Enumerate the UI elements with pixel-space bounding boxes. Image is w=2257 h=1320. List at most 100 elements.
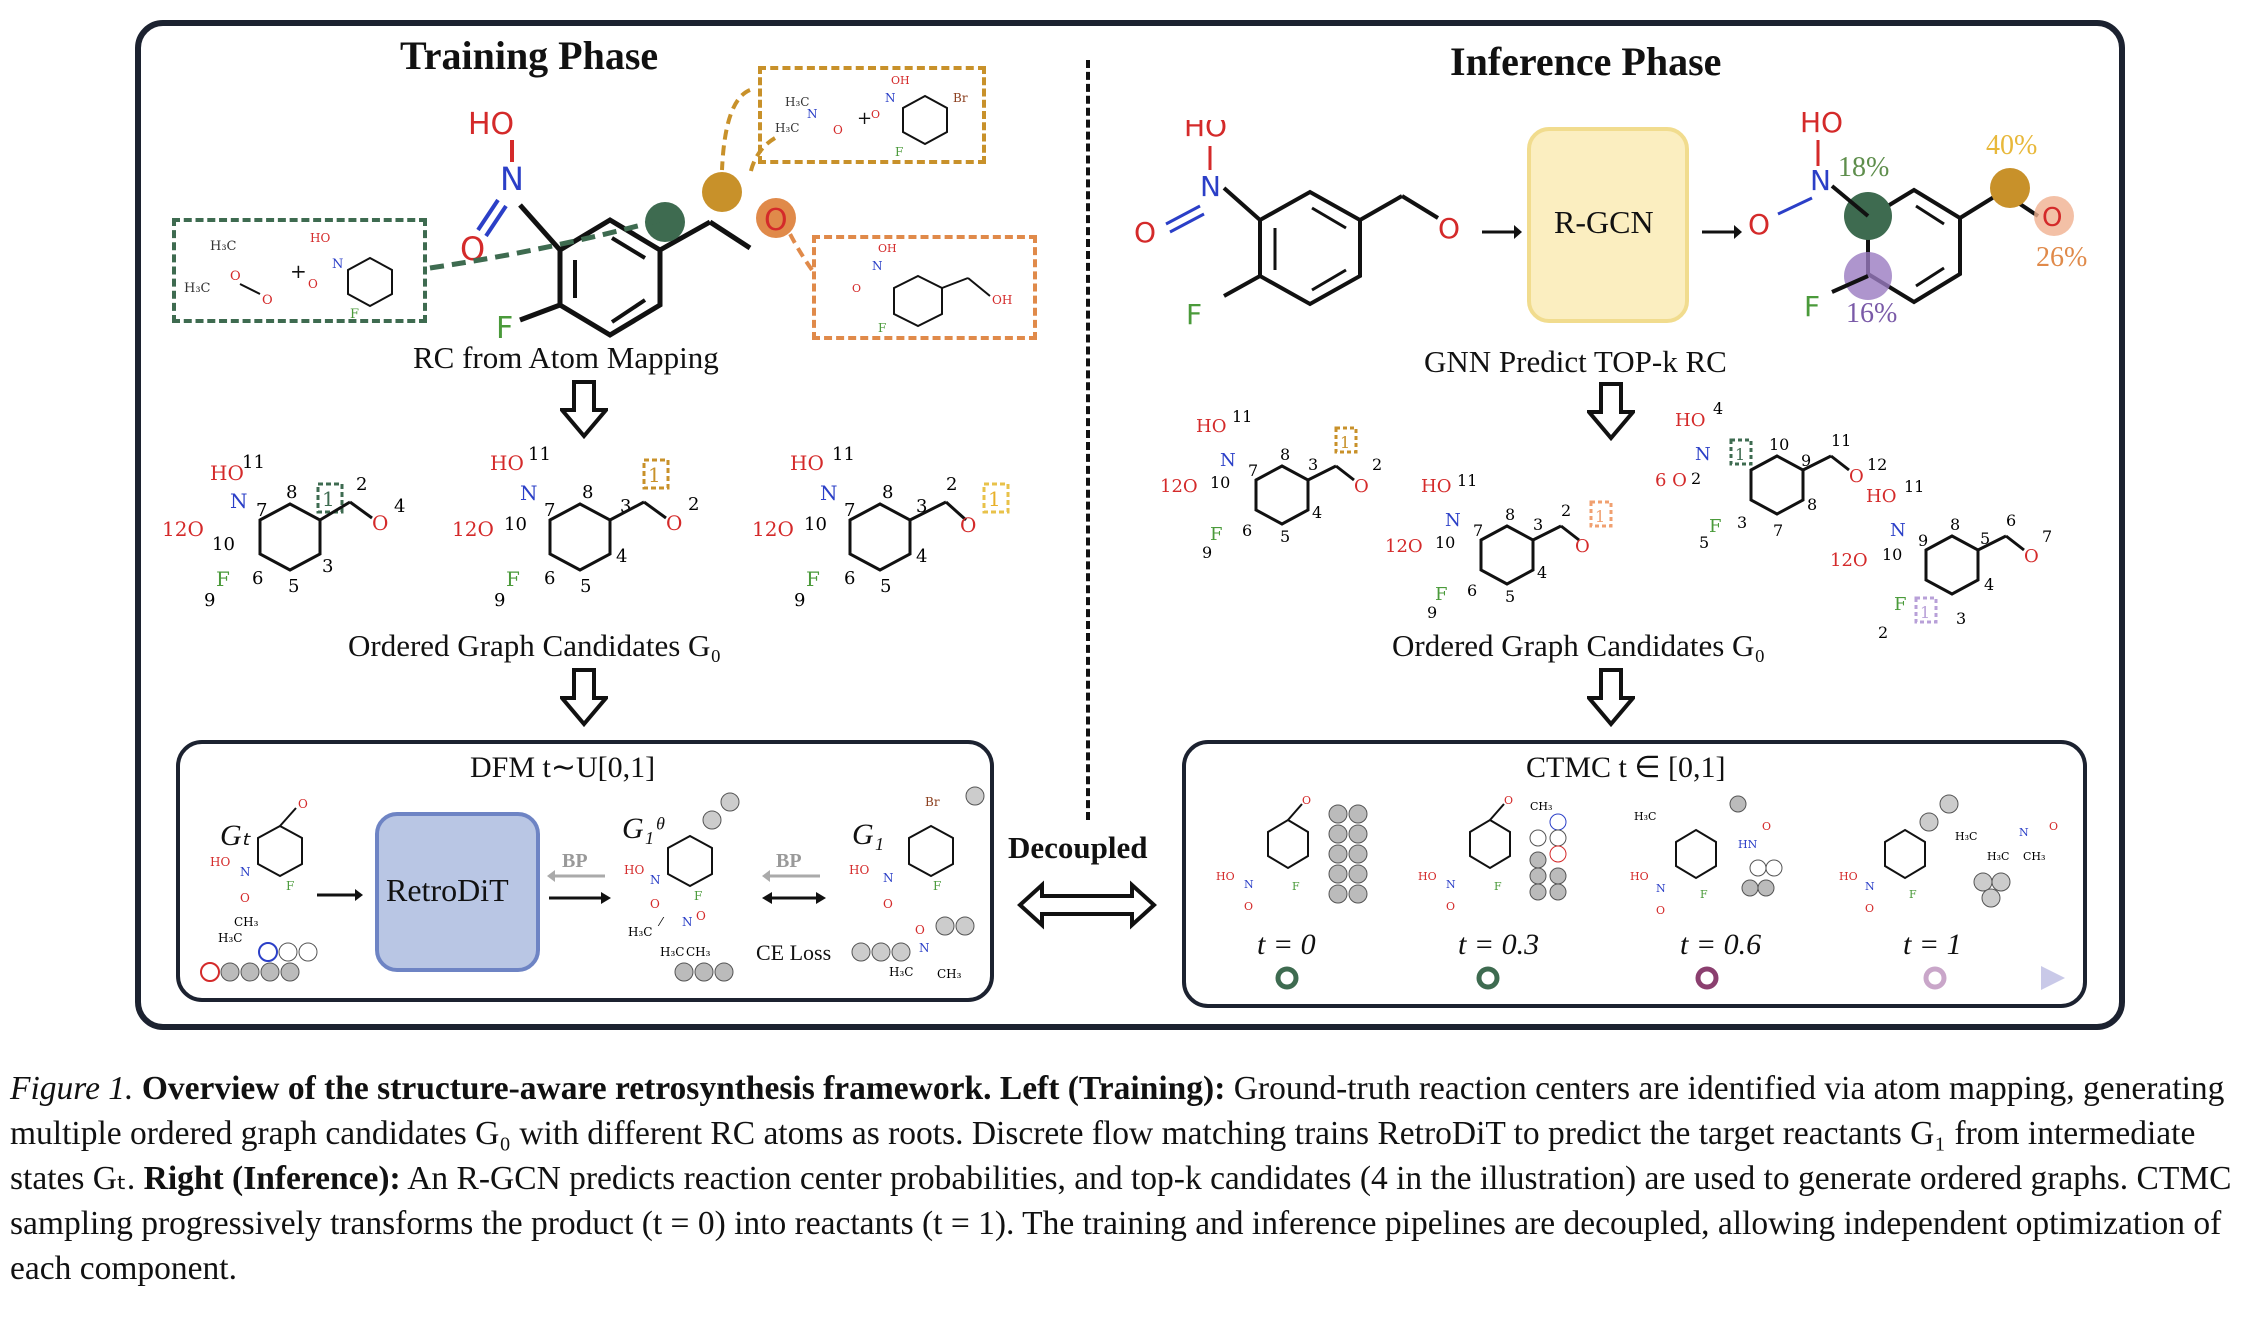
caption-body-1: Ground-truth reaction centers are identi… bbox=[10, 1070, 2225, 1197]
svg-text:O: O bbox=[372, 511, 388, 535]
svg-text:F: F bbox=[1435, 584, 1448, 605]
svg-text:O: O bbox=[298, 797, 308, 811]
reactant-box-orange-molecule: N OH O F OH bbox=[852, 242, 1012, 335]
svg-text:H₃C: H₃C bbox=[785, 95, 809, 109]
svg-text:1: 1 bbox=[1920, 603, 1930, 622]
inference-candidate-2: HO 11 N 12O 10 7 8 3 2 O 1 4 5 6 F 9 bbox=[1385, 471, 1613, 622]
svg-text:N: N bbox=[1695, 444, 1711, 465]
svg-text:F: F bbox=[1909, 888, 1917, 901]
svg-text:3: 3 bbox=[322, 556, 333, 577]
svg-text:⁄: ⁄ bbox=[657, 915, 665, 929]
svg-text:F: F bbox=[1894, 594, 1907, 615]
svg-text:10: 10 bbox=[1882, 545, 1902, 564]
svg-text:H₃C: H₃C bbox=[628, 925, 652, 939]
svg-text:F: F bbox=[933, 879, 941, 893]
training-down-arrow-1 bbox=[560, 380, 608, 440]
inference-candidate-3: HO 4 N 6 O 2 1 10 9 11 O 12 8 7 3 F 5 bbox=[1655, 400, 1887, 552]
svg-text:HO: HO bbox=[468, 107, 514, 142]
svg-text:N: N bbox=[1446, 878, 1456, 891]
inference-candidates-label: Ordered Graph Candidates G₀ bbox=[1392, 628, 1766, 663]
inference-candidate-1: HO 11 N 12O 10 7 8 3 1 O 2 4 5 6 F 9 bbox=[1160, 410, 1382, 562]
svg-text:4: 4 bbox=[1713, 400, 1723, 418]
svg-text:HO: HO bbox=[210, 855, 230, 869]
svg-text:O: O bbox=[308, 277, 318, 291]
svg-text:N: N bbox=[1244, 878, 1254, 891]
svg-text:9: 9 bbox=[794, 590, 805, 610]
svg-text:O: O bbox=[230, 269, 241, 284]
prob-green: 18% bbox=[1838, 152, 1890, 183]
svg-text:O: O bbox=[1849, 466, 1864, 487]
svg-text:CH₃: CH₃ bbox=[686, 945, 711, 959]
svg-text:9: 9 bbox=[204, 590, 215, 610]
svg-text:H₃C: H₃C bbox=[660, 945, 684, 959]
svg-text:5: 5 bbox=[880, 576, 891, 597]
svg-text:+: + bbox=[290, 259, 307, 283]
svg-text:12O: 12O bbox=[752, 517, 794, 541]
svg-text:O: O bbox=[666, 511, 682, 535]
svg-text:6: 6 bbox=[252, 568, 263, 589]
gt-molecule: O HO N O F CH₃ H₃C bbox=[200, 797, 318, 982]
svg-text:N: N bbox=[230, 489, 248, 513]
reactant-box-green-molecules: H₃C H₃C O O + N HO O F bbox=[184, 231, 393, 318]
training-down-arrow-2 bbox=[560, 668, 608, 728]
caption-right-heading: Right (Inference): bbox=[143, 1160, 401, 1197]
svg-text:H₃C: H₃C bbox=[1987, 850, 2009, 863]
svg-text:N: N bbox=[240, 865, 251, 879]
svg-text:5: 5 bbox=[288, 576, 299, 597]
gnn-predict-label: GNN Predict TOP-k RC bbox=[1424, 344, 1727, 379]
svg-text:HO: HO bbox=[490, 451, 524, 475]
svg-text:O: O bbox=[833, 123, 843, 137]
rc-from-atom-mapping-label: RC from Atom Mapping bbox=[413, 340, 719, 375]
svg-text:N: N bbox=[1656, 882, 1666, 895]
prob-gold: 40% bbox=[1986, 130, 2038, 161]
svg-text:F: F bbox=[878, 321, 886, 335]
g1theta-molecule: HO N O F ⁄ N O H₃C H₃C CH₃ bbox=[624, 792, 740, 982]
ctmc-state-t0: O HO N O F bbox=[1216, 794, 1368, 913]
inference-down-arrow-1 bbox=[1587, 382, 1635, 442]
svg-text:9: 9 bbox=[494, 590, 505, 610]
svg-text:Br: Br bbox=[925, 795, 940, 809]
svg-text:F: F bbox=[1804, 290, 1820, 323]
svg-text:N: N bbox=[2019, 826, 2029, 839]
svg-text:N: N bbox=[807, 107, 818, 121]
svg-text:HO: HO bbox=[1800, 110, 1843, 139]
svg-text:OH: OH bbox=[891, 74, 910, 87]
svg-text:O: O bbox=[1762, 820, 1771, 833]
training-product-molecule: N O HO F O bbox=[460, 107, 796, 340]
svg-text:O: O bbox=[262, 293, 273, 308]
svg-text:5: 5 bbox=[580, 576, 591, 597]
svg-text:7: 7 bbox=[1248, 461, 1258, 480]
svg-text:F: F bbox=[694, 889, 702, 903]
svg-text:O: O bbox=[915, 923, 925, 937]
caption-body-2: An R-GCN predicts reaction center probab… bbox=[10, 1160, 2232, 1287]
retrodit-label: RetroDiT bbox=[386, 872, 509, 908]
svg-text:HO: HO bbox=[1630, 870, 1649, 883]
svg-text:N: N bbox=[1445, 510, 1461, 531]
svg-text:8: 8 bbox=[1280, 445, 1290, 464]
svg-text:1: 1 bbox=[1595, 507, 1605, 526]
svg-text:O: O bbox=[883, 897, 893, 911]
rgcn-model-box bbox=[1527, 127, 1689, 323]
svg-text:9: 9 bbox=[1427, 603, 1437, 622]
svg-text:6 O: 6 O bbox=[1655, 470, 1687, 491]
svg-text:6: 6 bbox=[544, 568, 555, 589]
gt-label: Gₜ bbox=[220, 819, 251, 852]
svg-text:O: O bbox=[240, 891, 250, 905]
svg-text:F: F bbox=[286, 879, 294, 893]
svg-text:O: O bbox=[871, 108, 880, 121]
svg-text:O: O bbox=[650, 897, 660, 911]
svg-text:3: 3 bbox=[1308, 455, 1318, 474]
svg-text:OH: OH bbox=[992, 293, 1012, 307]
reactant-box-gold bbox=[758, 66, 986, 164]
svg-text:F: F bbox=[895, 145, 903, 159]
svg-text:6: 6 bbox=[844, 568, 855, 589]
caption-title: Overview of the structure-aware retrosyn… bbox=[141, 1070, 1226, 1107]
svg-text:H₃C: H₃C bbox=[1955, 830, 1977, 843]
svg-text:7: 7 bbox=[544, 500, 555, 521]
svg-text:1: 1 bbox=[648, 463, 661, 487]
ctmc-state-t1: HO N O F H₃C N O H₃C CH₃ bbox=[1839, 794, 2058, 915]
reactant-box-green bbox=[172, 218, 427, 323]
svg-text:12: 12 bbox=[1867, 455, 1887, 474]
svg-text:O: O bbox=[960, 513, 976, 537]
svg-text:8: 8 bbox=[1807, 495, 1817, 514]
